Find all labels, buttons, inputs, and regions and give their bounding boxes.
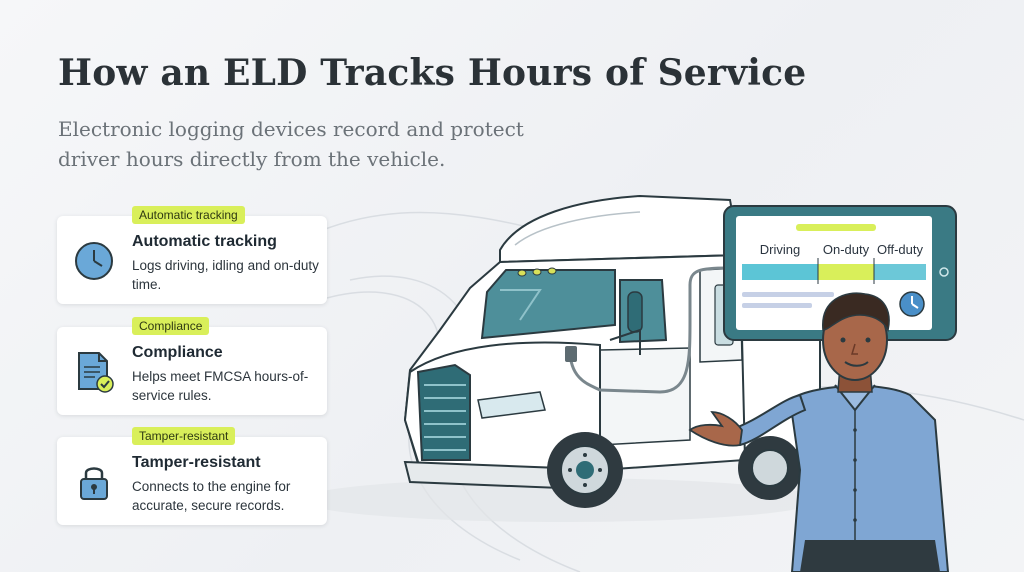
card-description: Connects to the engine for accurate, sec…	[132, 479, 291, 513]
card-tag: Tamper-resistant	[132, 427, 236, 445]
card-tag: Compliance	[132, 317, 210, 335]
card-title: Automatic tracking	[132, 233, 277, 250]
timeline-off-duty	[874, 264, 926, 280]
truck	[403, 194, 821, 508]
timeline-on-duty	[818, 264, 874, 280]
clock-icon	[75, 242, 113, 280]
feature-card-automatic-tracking: Automatic tracking Automatic tracking Lo…	[57, 206, 327, 304]
card-title: Compliance	[132, 344, 223, 361]
card-description: Helps meet FMCSA hours-of-service rules.	[132, 369, 309, 403]
tablet-clock-icon	[899, 291, 925, 317]
timeline-label-driving: Driving	[760, 242, 800, 257]
card-description: Logs driving, idling and on-duty time.	[132, 258, 319, 292]
timeline-label-on-duty: On-duty	[823, 242, 870, 257]
page-title: How an ELD Tracks Hours of Service	[58, 52, 807, 94]
document-check-icon	[78, 352, 114, 393]
card-tag: Automatic tracking	[132, 206, 245, 224]
timeline-driving	[742, 264, 818, 280]
feature-card-tamper-resistant: Tamper-resistant Tamper-resistant Connec…	[57, 427, 327, 525]
page-subtitle: Electronic logging devices record and pr…	[58, 117, 524, 171]
padlock-icon	[80, 467, 108, 500]
timeline-label-off-duty: Off-duty	[877, 242, 924, 257]
driver-figure	[688, 292, 950, 572]
feature-card-compliance: Compliance Compliance Helps meet FMCSA h…	[57, 317, 327, 415]
card-title: Tamper-resistant	[132, 454, 261, 471]
